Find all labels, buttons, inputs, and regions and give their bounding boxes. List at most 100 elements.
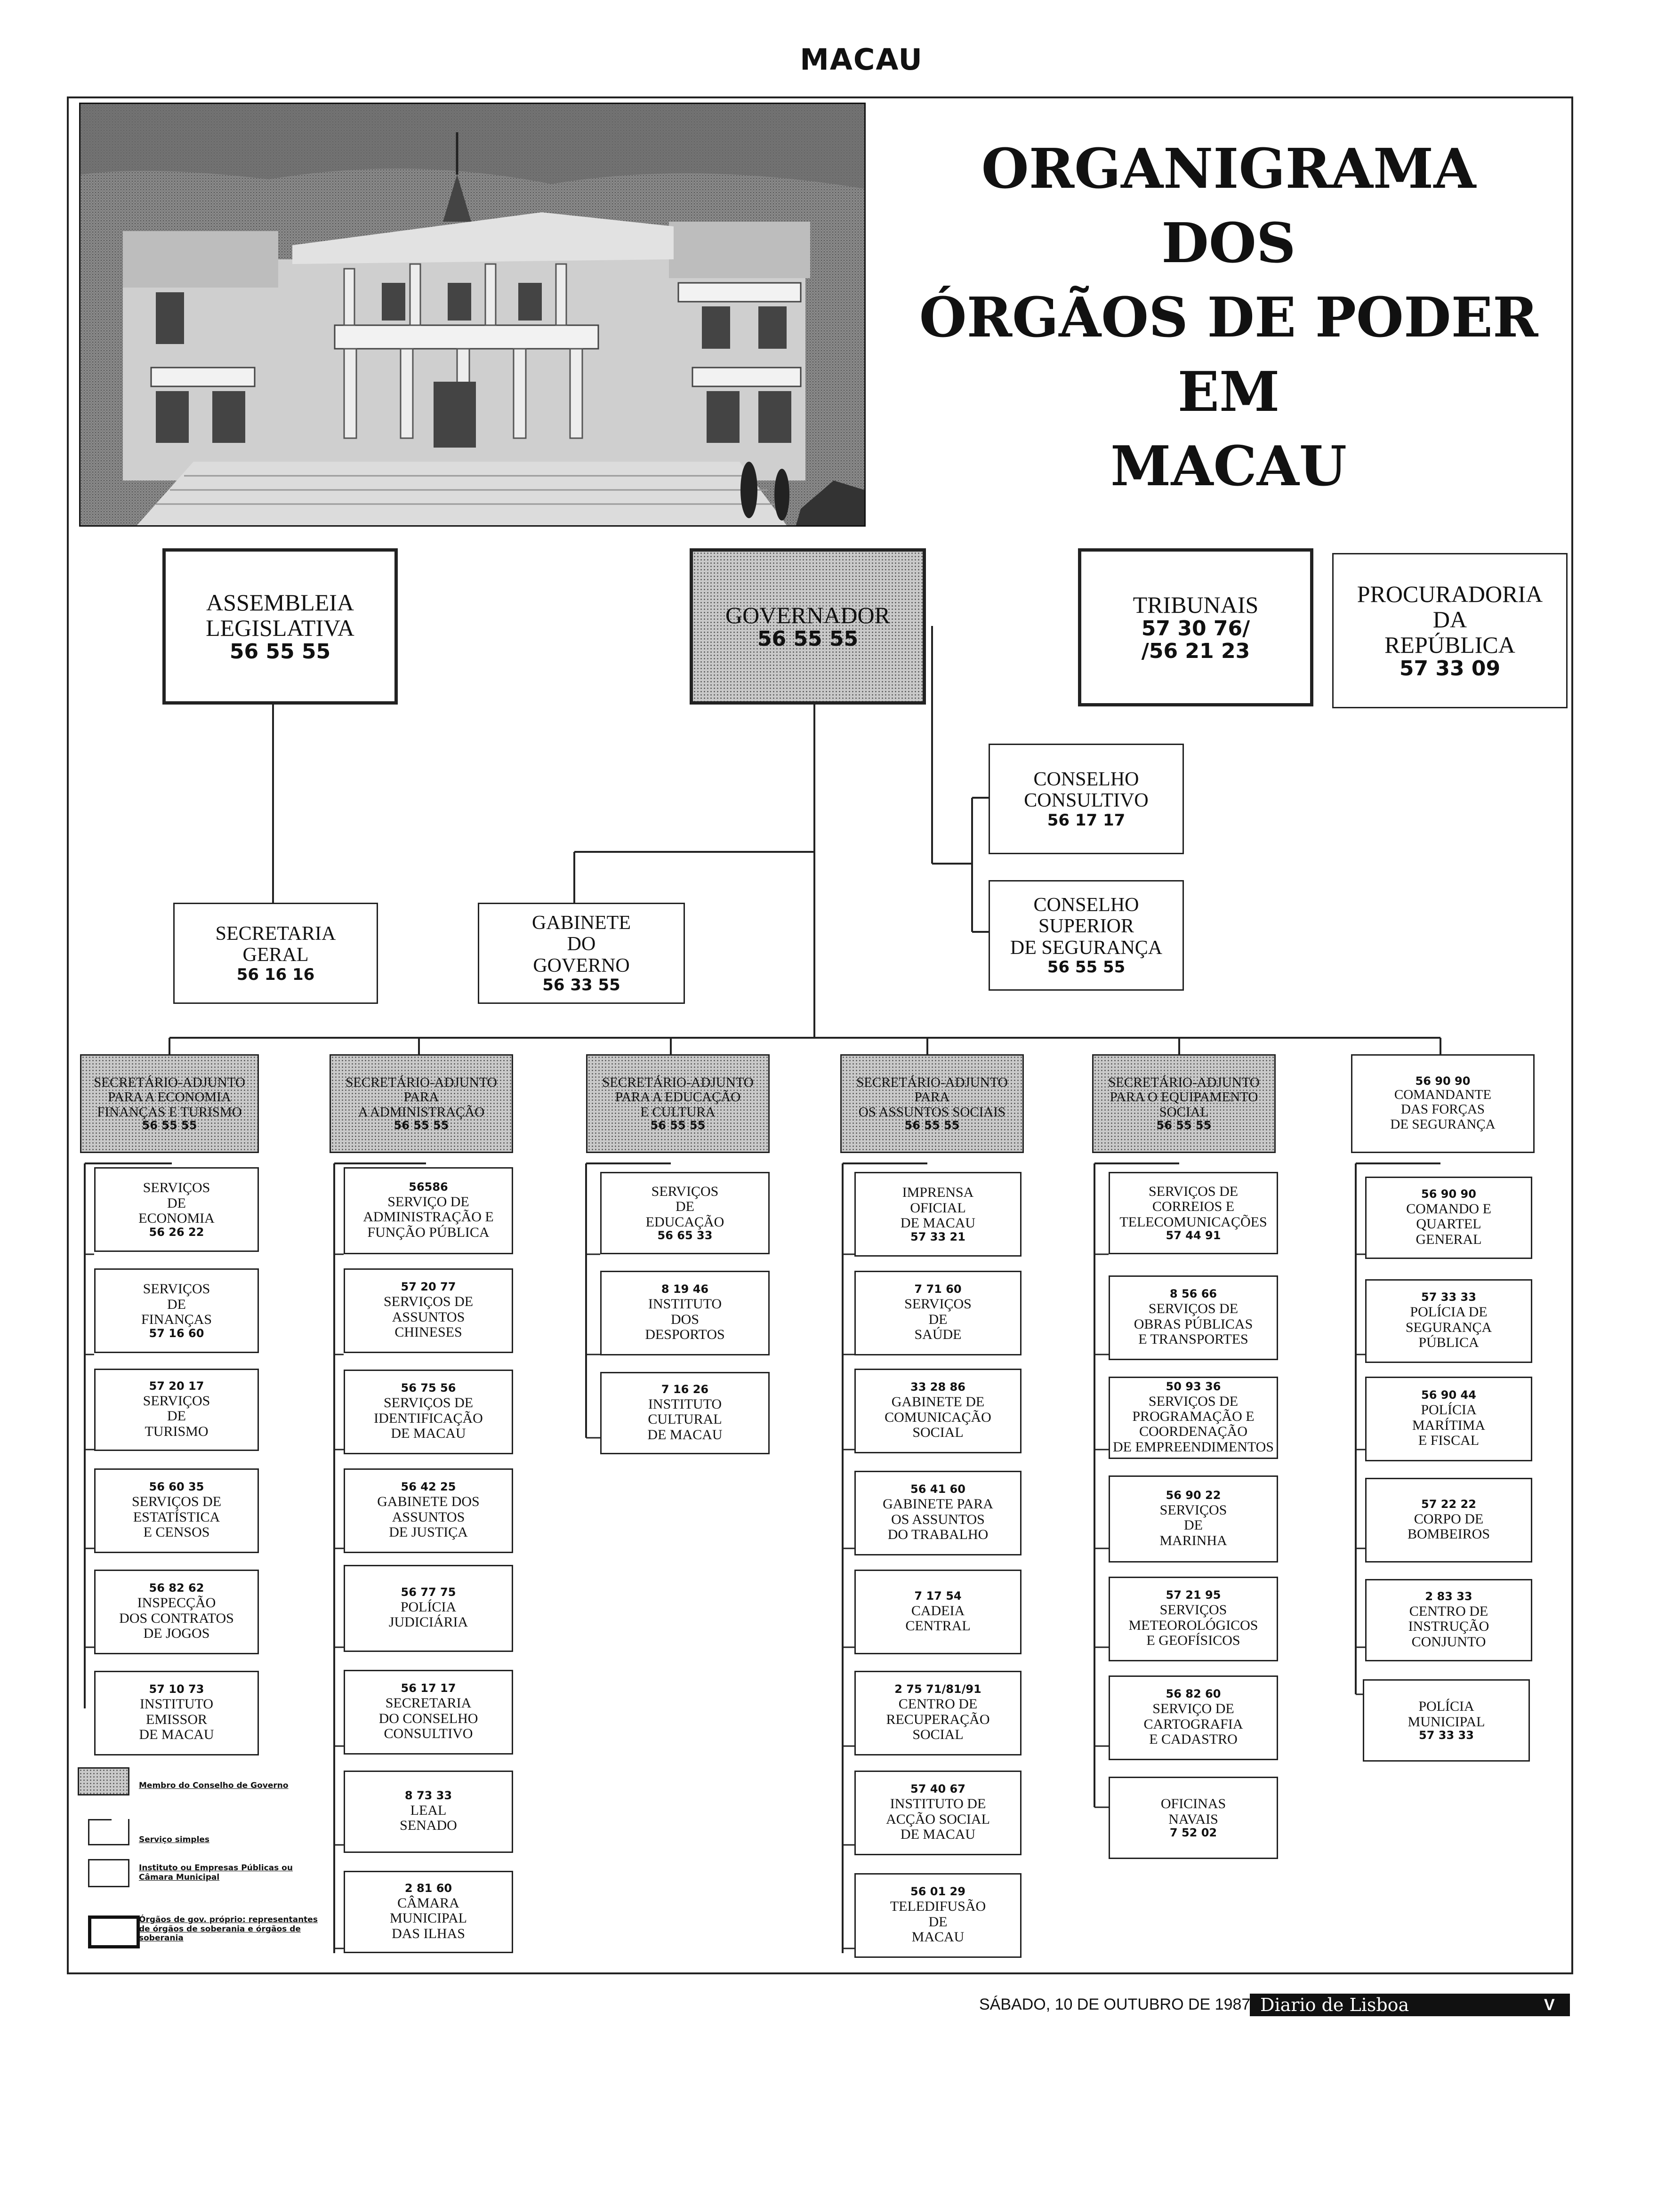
col5-service-3: 50 93 36 SERVIÇOS DE PROGRAMAÇÃO E COORD… [1109,1377,1278,1459]
col3-service-1: SERVIÇOS DE EDUCAÇÃO 56 65 33 [600,1172,770,1254]
col3-head-box: SECRETÁRIO-ADJUNTO PARA A EDUCAÇÃO E CUL… [586,1054,770,1153]
procuradoria-phone: 57 33 09 [1399,657,1501,681]
col6-service-3-phone: 56 90 44 [1421,1388,1476,1402]
col2-service-6-phone: 56 17 17 [401,1682,456,1695]
col2-service-7-name: LEAL SENADO [400,1803,457,1834]
col4-service-2: 7 71 60 SERVIÇOS DE SAÚDE [854,1271,1022,1355]
assembleia-name: ASSEMBLEIA LEGISLATIVA [206,589,354,641]
col4-service-1-phone: 57 33 21 [910,1230,965,1243]
col5-service-6-name: SERVIÇO DE CARTOGRAFIA E CADASTRO [1143,1701,1243,1747]
col4-service-7-phone: 57 40 67 [910,1782,965,1796]
conselho-consultivo-name: CONSELHO CONSULTIVO [1024,768,1149,812]
col6-service-1-name: COMANDO E QUARTEL GENERAL [1406,1201,1491,1247]
col2-head-box: SECRETÁRIO-ADJUNTO PARA A ADMINISTRAÇÃO … [330,1054,513,1153]
col2-service-2-name: SERVIÇOS DE ASSUNTOS CHINESES [383,1294,474,1340]
col4-service-5-name: CADEIA CENTRAL [905,1603,971,1634]
legend-label-1: Membro do Conselho de Governo [139,1781,289,1790]
col1-service-1: SERVIÇOS DE ECONOMIA 56 26 22 [94,1167,259,1252]
newspaper-masthead: Diario de Lisboa [1250,1994,1570,2016]
col5-service-2-phone: 8 56 66 [1169,1287,1217,1301]
title-line-4: EM [1177,360,1280,424]
col1-service-4-name: SERVIÇOS DE ESTATÍSTICA E CENSOS [131,1494,222,1540]
col4-service-6-phone: 2 75 71/81/91 [894,1683,981,1696]
col5-service-7-phone: 7 52 02 [1169,1826,1217,1839]
col6-head-name: COMANDANTE DAS FORÇAS DE SEGURANÇA [1390,1087,1496,1132]
col6-service-4-phone: 57 22 22 [1421,1497,1476,1511]
col6-service-4-name: CORPO DE BOMBEIROS [1407,1511,1490,1542]
col5-service-1-name: SERVIÇOS DE CORREIOS E TELECOMUNICAÇÕES [1119,1183,1267,1230]
col1-service-6-phone: 57 10 73 [149,1683,204,1696]
col3-service-1-name: SERVIÇOS DE EDUCAÇÃO [645,1183,724,1230]
governador-name: GOVERNADOR [725,602,890,629]
page-number: V [1544,1996,1555,2014]
col5-service-5-name: SERVIÇOS METEOROLÓGICOS E GEOFÍSICOS [1128,1602,1258,1649]
col2-service-5: 56 77 75 POLÍCIA JUDICIÁRIA [344,1565,513,1652]
col2-service-7: 8 73 33 LEAL SENADO [344,1771,513,1853]
tribunais-box: TRIBUNAIS 57 30 76/ /56 21 23 [1078,548,1313,706]
col6-service-6-name: POLÍCIA MUNICIPAL [1408,1699,1485,1730]
col1-service-5-name: INSPECÇÃO DOS CONTRATOS DE JOGOS [119,1595,234,1642]
col1-service-5: 56 82 62 INSPECÇÃO DOS CONTRATOS DE JOGO… [94,1570,259,1654]
col5-service-2-name: SERVIÇOS DE OBRAS PÚBLICAS E TRANSPORTES [1134,1301,1253,1347]
col4-service-5: 7 17 54 CADEIA CENTRAL [854,1570,1022,1654]
legend-swatch-simple-tick [88,1819,112,1820]
secretaria-geral-box: SECRETARIA GERAL 56 16 16 [173,903,378,1004]
secretaria-geral-name: SECRETARIA GERAL [215,922,336,966]
col4-service-6: 2 75 71/81/91 CENTRO DE RECUPERAÇÃO SOCI… [854,1671,1022,1755]
col3-service-3-name: INSTITUTO CULTURAL DE MACAU [647,1396,723,1443]
gabinete-governo-name: GABINETE DO GOVERNO [532,912,631,977]
col3-service-1-phone: 56 65 33 [657,1229,713,1242]
col2-service-3-name: SERVIÇOS DE IDENTIFICAÇÃO DE MACAU [374,1395,483,1442]
col2-service-5-phone: 56 77 75 [401,1586,456,1599]
assembleia-phone: 56 55 55 [229,640,331,664]
col4-service-1: IMPRENSA OFICIAL DE MACAU 57 33 21 [854,1172,1022,1257]
col3-service-2: 8 19 46 INSTITUTO DOS DESPORTOS [600,1271,770,1355]
col2-service-2: 57 20 77 SERVIÇOS DE ASSUNTOS CHINESES [344,1268,513,1353]
col4-service-4-name: GABINETE PARA OS ASSUNTOS DO TRABALHO [883,1496,993,1543]
col1-service-4-phone: 56 60 35 [149,1480,204,1494]
col4-head-name: SECRETÁRIO-ADJUNTO PARA OS ASSUNTOS SOCI… [856,1075,1008,1120]
col1-service-3-phone: 57 20 17 [149,1379,204,1393]
diagram-title: ORGANIGRAMA DOS ÓRGÃOS DE PODER EM MACAU [894,132,1563,504]
legend-label-2: Serviço simples [139,1835,210,1844]
procuradoria-box: PROCURADORIA DA REPÚBLICA 57 33 09 [1332,553,1568,708]
col6-service-2-phone: 57 33 33 [1421,1290,1476,1304]
title-line-1: ORGANIGRAMA [981,137,1476,201]
col1-service-2: SERVIÇOS DE FINANÇAS 57 16 60 [94,1268,259,1353]
title-line-2: DOS [1161,211,1296,275]
col4-service-5-phone: 7 17 54 [914,1589,962,1603]
col4-service-4-phone: 56 41 60 [910,1483,965,1496]
col3-head-name: SECRETÁRIO-ADJUNTO PARA A EDUCAÇÃO E CUL… [602,1075,754,1120]
col6-service-3-name: POLÍCIA MARÍTIMA E FISCAL [1412,1402,1485,1449]
col1-head-name: SECRETÁRIO-ADJUNTO PARA A ECONOMIA FINAN… [94,1075,245,1120]
footer-date: SÁBADO, 10 DE OUTUBRO DE 1987 [979,1996,1251,2013]
col6-service-1-phone: 56 90 90 [1421,1187,1476,1201]
col5-service-6-phone: 56 82 60 [1166,1687,1221,1701]
col2-service-4: 56 42 25 GABINETE DOS ASSUNTOS DE JUSTIÇ… [344,1468,513,1553]
governador-box: GOVERNADOR 56 55 55 [690,548,926,705]
col1-service-1-phone: 56 26 22 [149,1225,204,1239]
col1-service-4: 56 60 35 SERVIÇOS DE ESTATÍSTICA E CENSO… [94,1468,259,1553]
section-label: MACAU [800,42,923,77]
col3-service-3-phone: 7 16 26 [661,1382,709,1396]
col1-head-box: SECRETÁRIO-ADJUNTO PARA A ECONOMIA FINAN… [80,1054,259,1153]
col2-service-2-phone: 57 20 77 [401,1280,456,1294]
col3-head-phone: 56 55 55 [650,1119,706,1132]
col5-head-box: SECRETÁRIO-ADJUNTO PARA O EQUIPAMENTO SO… [1092,1054,1276,1153]
col4-service-7: 57 40 67 INSTITUTO DE ACÇÃO SOCIAL DE MA… [854,1771,1022,1855]
col5-service-3-name: SERVIÇOS DE PROGRAMAÇÃO E COORDENAÇÃO DE… [1113,1393,1274,1455]
col5-service-4-phone: 56 90 22 [1166,1488,1221,1502]
col2-service-8: 2 81 60 CÂMARA MUNICIPAL DAS ILHAS [344,1871,513,1953]
col4-service-3-name: GABINETE DE COMUNICAÇÃO SOCIAL [885,1394,991,1441]
col4-head-phone: 56 55 55 [904,1119,960,1132]
col4-service-3-phone: 33 28 86 [910,1380,965,1394]
col4-service-3: 33 28 86 GABINETE DE COMUNICAÇÃO SOCIAL [854,1369,1022,1453]
legend-swatch-simple [88,1819,129,1845]
col6-head-phone: 56 90 90 [1415,1074,1471,1088]
col5-service-4-name: SERVIÇOS DE MARINHA [1159,1502,1227,1548]
col3-service-2-phone: 8 19 46 [661,1282,709,1296]
col5-head-name: SECRETÁRIO-ADJUNTO PARA O EQUIPAMENTO SO… [1108,1075,1260,1120]
governador-phone: 56 55 55 [757,627,859,651]
col1-service-6: 57 10 73 INSTITUTO EMISSOR DE MACAU [94,1671,259,1755]
